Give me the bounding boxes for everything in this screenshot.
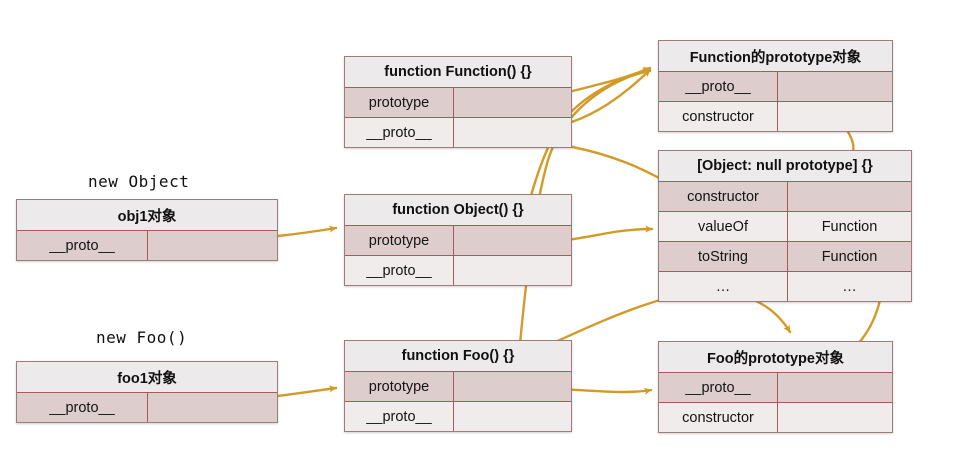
- cell-value: [454, 402, 571, 431]
- table-row[interactable]: __proto__: [345, 402, 571, 431]
- box-obj1[interactable]: obj1对象 __proto__: [16, 199, 278, 261]
- table-row[interactable]: __proto__: [345, 118, 571, 147]
- table-row[interactable]: prototype: [345, 226, 571, 256]
- box-foo1[interactable]: foo1对象 __proto__: [16, 361, 278, 423]
- cell-value: …: [788, 272, 911, 301]
- box-function-prototype-title: Function的prototype对象: [659, 41, 892, 72]
- table-row[interactable]: __proto__: [17, 393, 277, 422]
- cell-value: [454, 372, 571, 401]
- table-row[interactable]: __proto__: [17, 231, 277, 260]
- box-function-foo-title: function Foo() {}: [345, 341, 571, 372]
- box-foo-prototype[interactable]: Foo的prototype对象 __proto__ constructor: [658, 341, 893, 433]
- cell-value: Function: [788, 242, 911, 271]
- caption-new-foo: new Foo(): [96, 328, 188, 347]
- table-row[interactable]: valueOf Function: [659, 212, 911, 242]
- box-function-object-title: function Object() {}: [345, 195, 571, 226]
- cell-key: __proto__: [659, 373, 778, 402]
- cell-value: [454, 88, 571, 117]
- box-obj1-title: obj1对象: [17, 200, 277, 231]
- cell-value: [148, 393, 277, 422]
- cell-key: prototype: [345, 372, 454, 401]
- cell-key: valueOf: [659, 212, 788, 241]
- box-object-prototype-title: [Object: null prototype] {}: [659, 151, 911, 182]
- cell-value: [454, 226, 571, 255]
- cell-key: __proto__: [345, 402, 454, 431]
- box-function-function[interactable]: function Function() {} prototype __proto…: [344, 56, 572, 148]
- box-object-prototype[interactable]: [Object: null prototype] {} constructor …: [658, 150, 912, 302]
- cell-key: prototype: [345, 88, 454, 117]
- cell-value: [778, 373, 892, 402]
- cell-key: constructor: [659, 182, 788, 211]
- cell-value: [454, 118, 571, 147]
- cell-key: prototype: [345, 226, 454, 255]
- table-row[interactable]: __proto__: [659, 72, 892, 102]
- box-function-object[interactable]: function Object() {} prototype __proto__: [344, 194, 572, 286]
- box-function-prototype[interactable]: Function的prototype对象 __proto__ construct…: [658, 40, 893, 132]
- cell-key: constructor: [659, 102, 778, 131]
- cell-value: [788, 182, 911, 211]
- table-row[interactable]: __proto__: [659, 373, 892, 403]
- table-row[interactable]: … …: [659, 272, 911, 301]
- table-row[interactable]: constructor: [659, 182, 911, 212]
- box-function-foo[interactable]: function Foo() {} prototype __proto__: [344, 340, 572, 432]
- cell-value: [454, 256, 571, 285]
- cell-key: __proto__: [659, 72, 778, 101]
- table-row[interactable]: prototype: [345, 88, 571, 118]
- box-foo1-title: foo1对象: [17, 362, 277, 393]
- cell-value: [778, 72, 892, 101]
- table-row[interactable]: prototype: [345, 372, 571, 402]
- cell-key: toString: [659, 242, 788, 271]
- cell-value: [778, 102, 892, 131]
- table-row[interactable]: constructor: [659, 102, 892, 131]
- cell-value: Function: [788, 212, 911, 241]
- table-row[interactable]: toString Function: [659, 242, 911, 272]
- cell-key: constructor: [659, 403, 778, 432]
- cell-key: __proto__: [345, 256, 454, 285]
- box-foo-prototype-title: Foo的prototype对象: [659, 342, 892, 373]
- cell-value: [778, 403, 892, 432]
- cell-key: __proto__: [17, 231, 148, 260]
- table-row[interactable]: __proto__: [345, 256, 571, 285]
- cell-key: __proto__: [345, 118, 454, 147]
- caption-new-object: new Object: [88, 172, 190, 191]
- cell-value: [148, 231, 277, 260]
- box-function-function-title: function Function() {}: [345, 57, 571, 88]
- cell-key: …: [659, 272, 788, 301]
- cell-key: __proto__: [17, 393, 148, 422]
- table-row[interactable]: constructor: [659, 403, 892, 432]
